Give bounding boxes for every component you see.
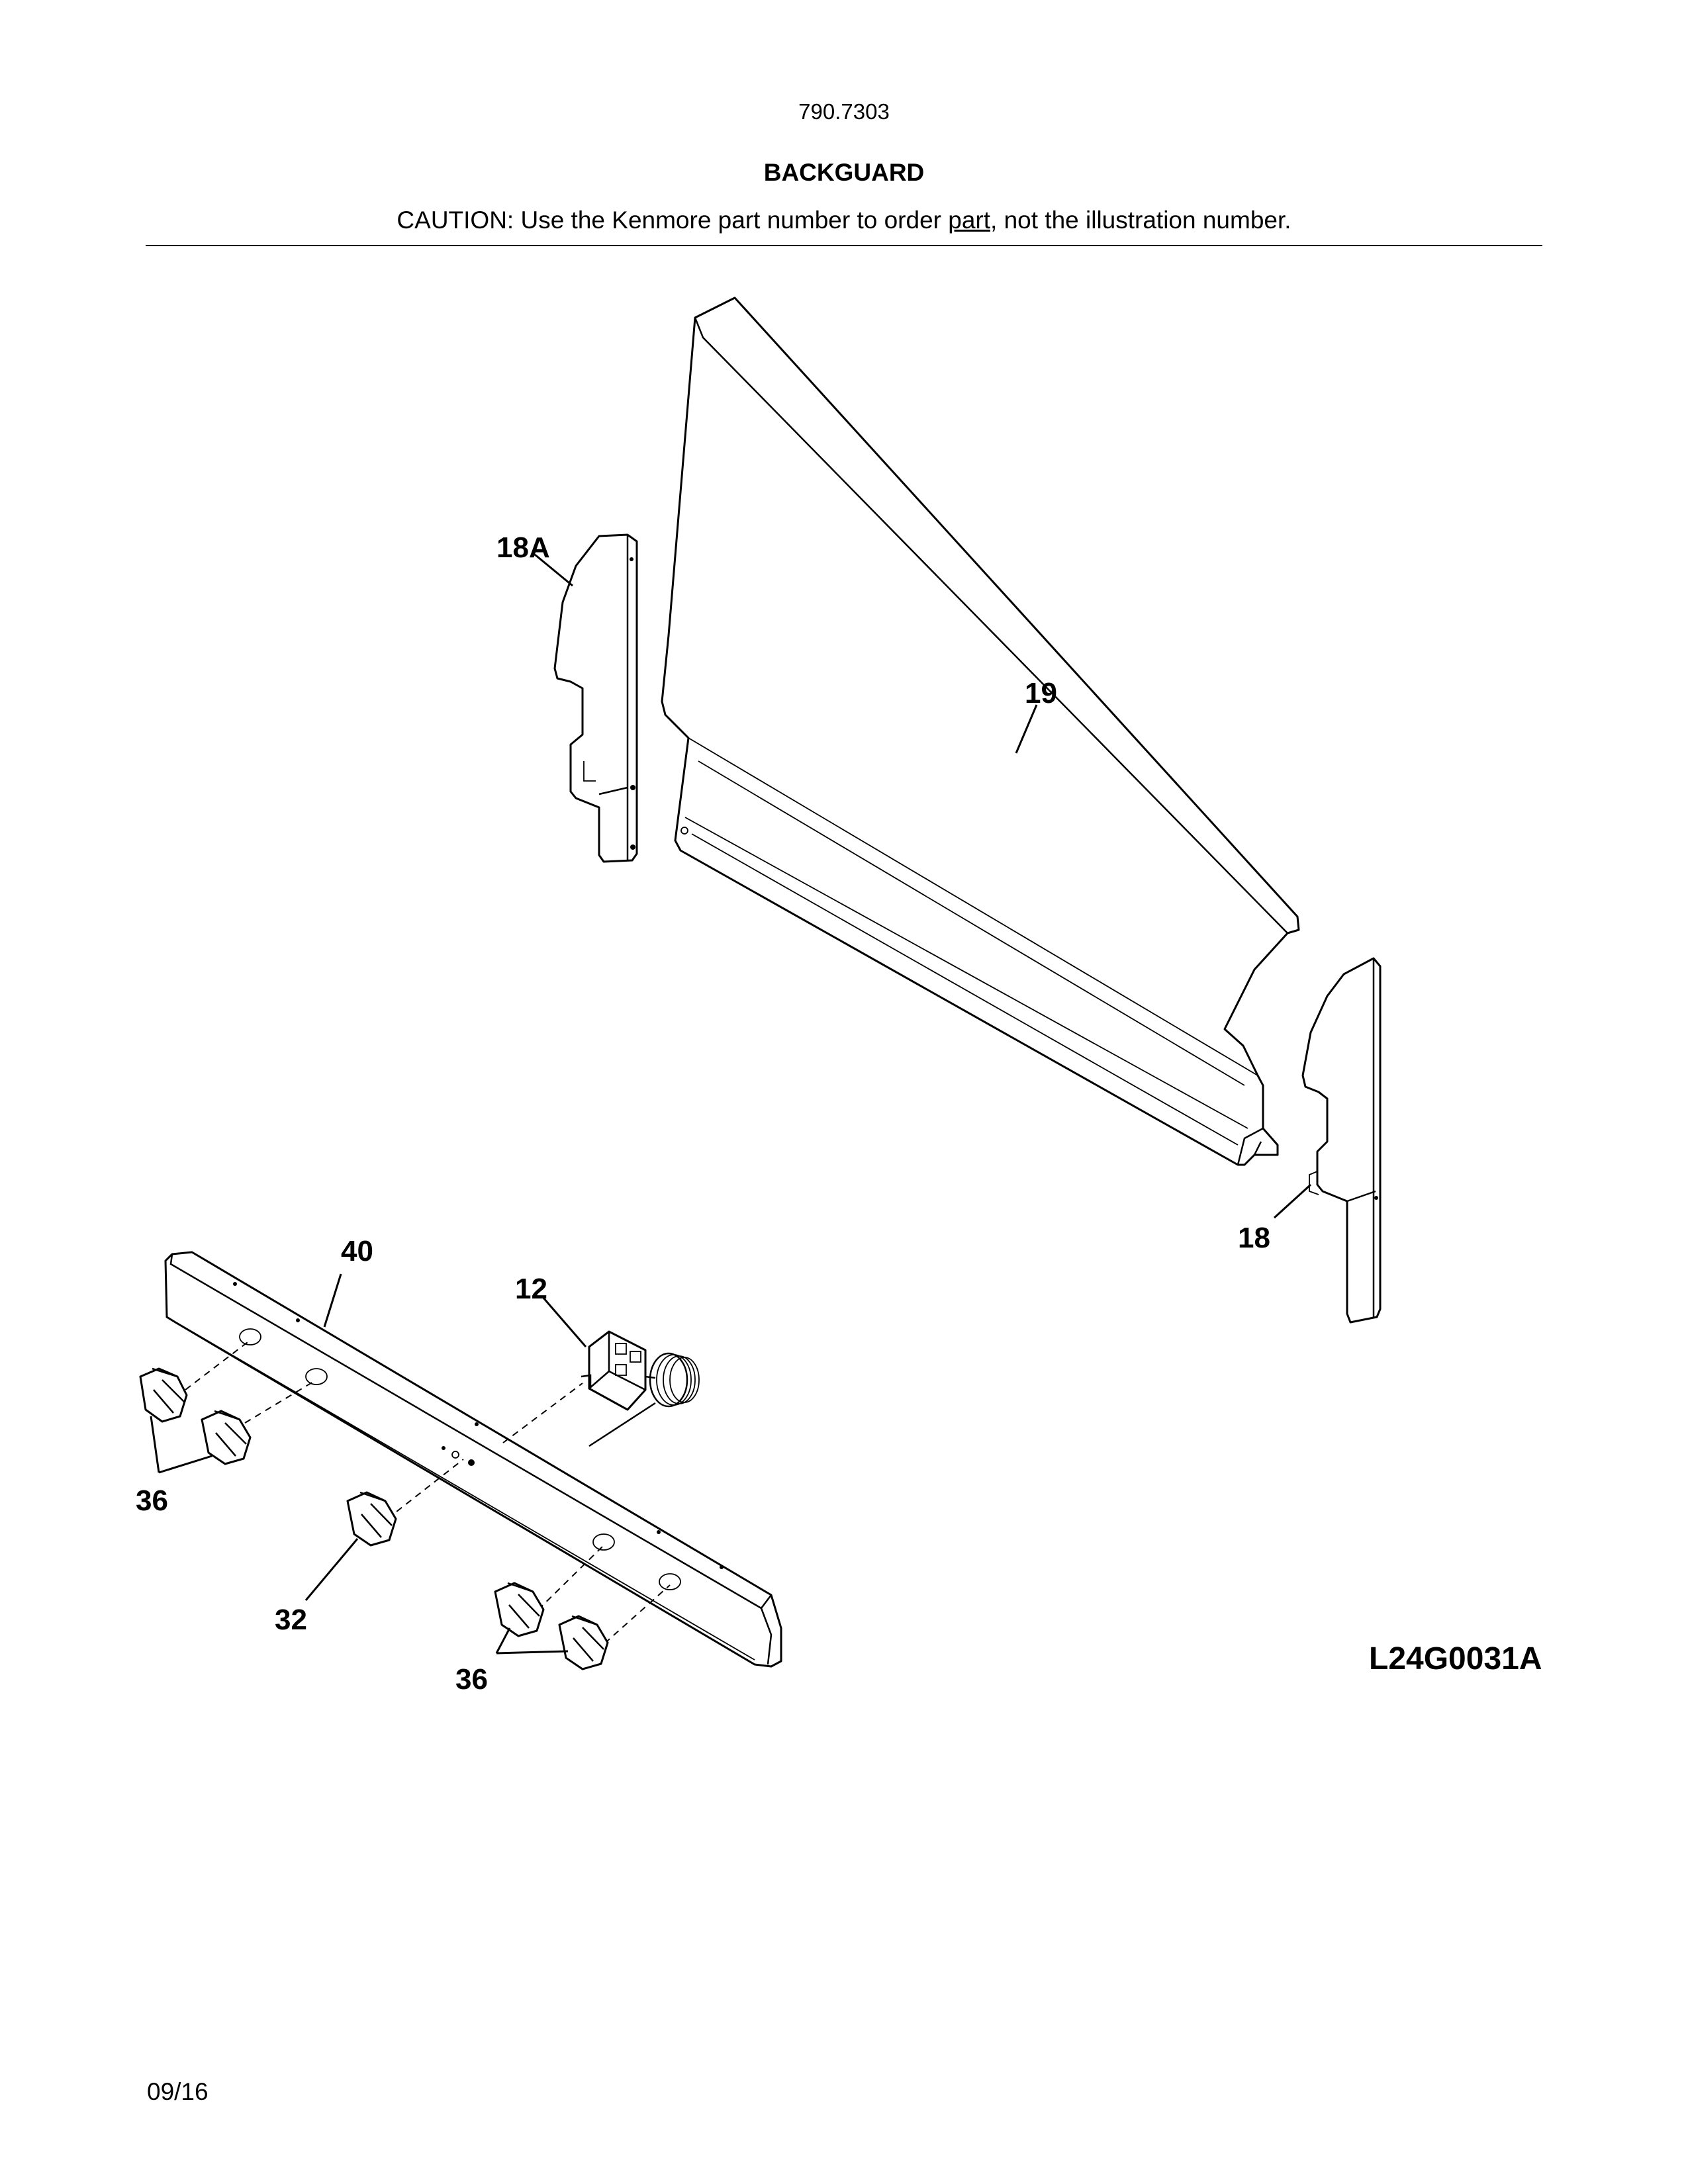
callout-18a: 18A <box>496 531 550 564</box>
caution-text-start: CAUTION: Use the Kenmore part number to … <box>397 206 949 234</box>
part-18a-left-bracket <box>553 533 638 863</box>
callout-40: 40 <box>341 1235 373 1267</box>
part-18-right-bracket <box>1301 957 1382 1324</box>
callout-36-left: 36 <box>136 1484 168 1517</box>
knob-36-c <box>494 1582 545 1637</box>
part-12-thermostat <box>581 1330 700 1447</box>
model-number: 790.7303 <box>798 99 890 124</box>
section-title: BACKGUARD <box>763 159 925 186</box>
caution-text-underlined: part <box>948 206 991 234</box>
knob-36-d <box>558 1615 609 1670</box>
knob-32 <box>346 1491 397 1547</box>
knob-36-b <box>201 1410 252 1465</box>
part-40-control-panel <box>164 1251 782 1668</box>
figure-id: L24G0031A <box>1369 1641 1542 1676</box>
callout-32: 32 <box>275 1604 307 1636</box>
callout-36-right: 36 <box>455 1663 488 1696</box>
knob-36-a <box>139 1367 188 1423</box>
revision-date: 09/16 <box>147 2078 209 2105</box>
part-19-backguard-panel <box>661 296 1300 1166</box>
leader-lines <box>150 553 1312 1655</box>
callout-18: 18 <box>1238 1222 1270 1254</box>
caution-text-end: , not the illustration number. <box>990 206 1291 234</box>
header-rule <box>146 245 1542 246</box>
caution-note: CAUTION: Use the Kenmore part number to … <box>0 206 1688 234</box>
callout-19: 19 <box>1025 677 1057 709</box>
callout-12: 12 <box>515 1273 547 1305</box>
